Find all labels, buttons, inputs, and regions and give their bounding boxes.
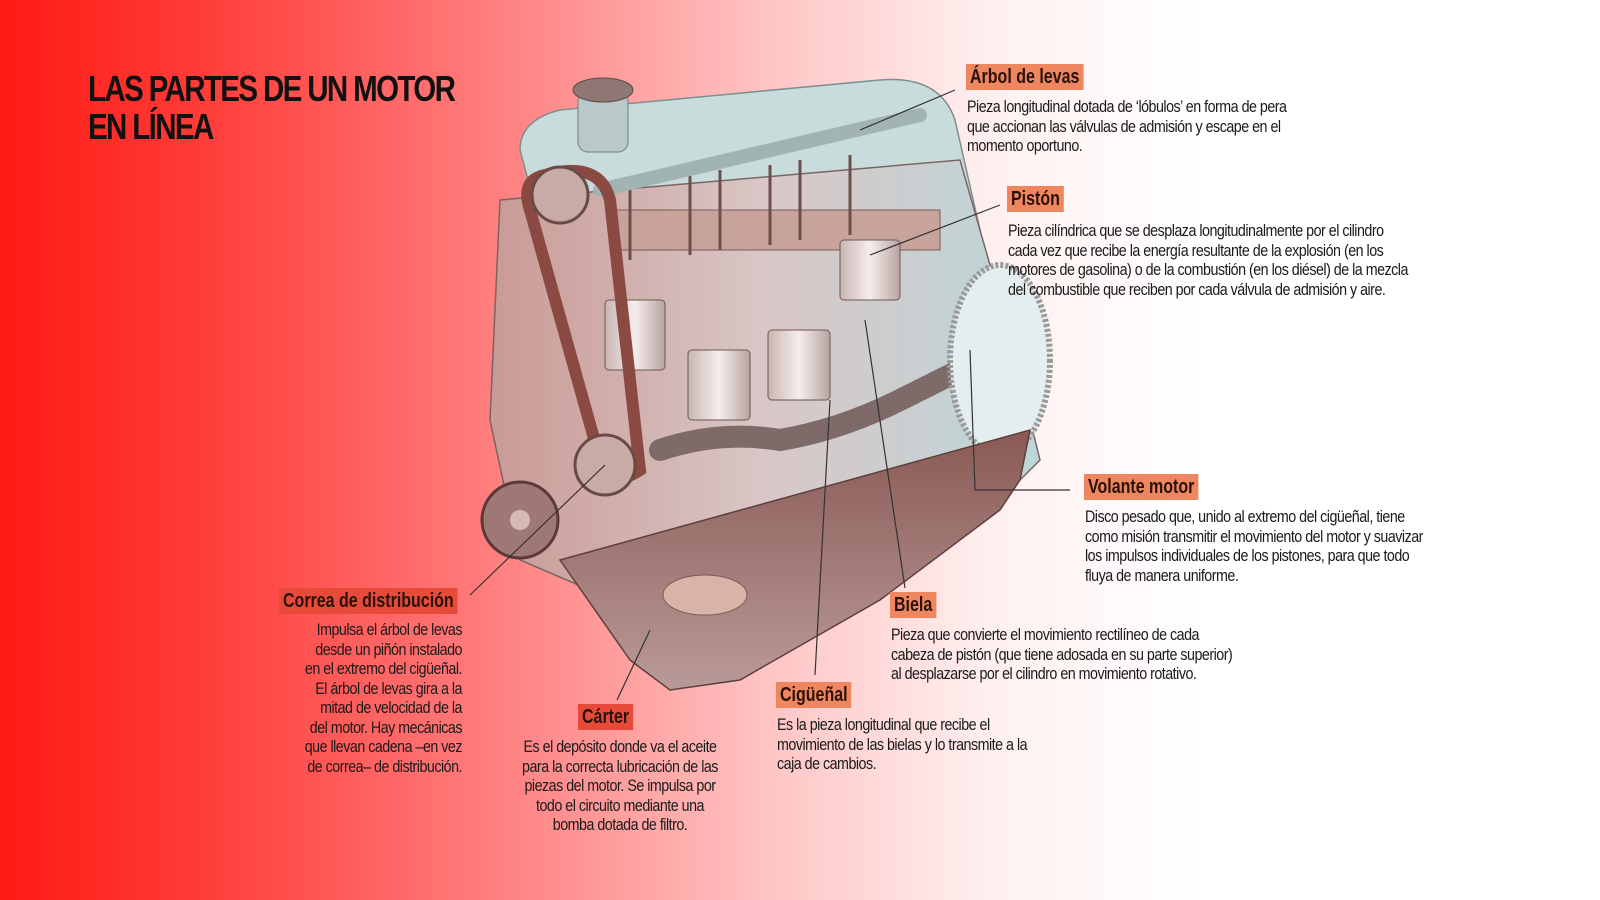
desc-ciguenal: Es la pieza longitudinal que recibe el m… — [777, 715, 1028, 773]
crankshaft — [649, 359, 971, 461]
page-title: LAS PARTES DE UN MOTOR EN LÍNEA — [88, 68, 456, 147]
piston-1 — [604, 299, 666, 371]
title-line-1: LAS PARTES DE UN MOTOR — [88, 68, 456, 109]
label-carter: Cárter — [578, 704, 634, 730]
leader-lines — [469, 89, 1070, 701]
label-ciguenal: Cigüeñal — [776, 682, 852, 708]
piston-3 — [767, 329, 831, 401]
desc-carter: Es el depósito donde va el aceite para l… — [522, 737, 718, 834]
piston-4 — [839, 239, 901, 301]
desc-correa-de-distribucion: Impulsa el árbol de levas desde un piñón… — [304, 620, 463, 776]
label-piston: Pistón — [1007, 186, 1064, 212]
oil-pan — [558, 428, 1031, 691]
label-biela: Biela — [890, 592, 937, 618]
label-volante-motor: Volante motor — [1084, 474, 1199, 500]
label-arbol-de-levas: Árbol de levas — [966, 64, 1084, 90]
label-correa-de-distribucion: Correa de distribución — [279, 588, 458, 614]
desc-biela: Pieza que convierte el movimiento rectil… — [891, 625, 1233, 683]
title-line-2: EN LÍNEA — [88, 106, 214, 147]
desc-volante-motor: Disco pesado que, unido al extremo del c… — [1085, 507, 1423, 585]
piston-2 — [687, 349, 751, 421]
desc-piston: Pieza cilíndrica que se desplaza longitu… — [1008, 221, 1408, 299]
desc-arbol-de-levas: Pieza longitudinal dotada de ‘lóbulos’ e… — [967, 97, 1287, 155]
